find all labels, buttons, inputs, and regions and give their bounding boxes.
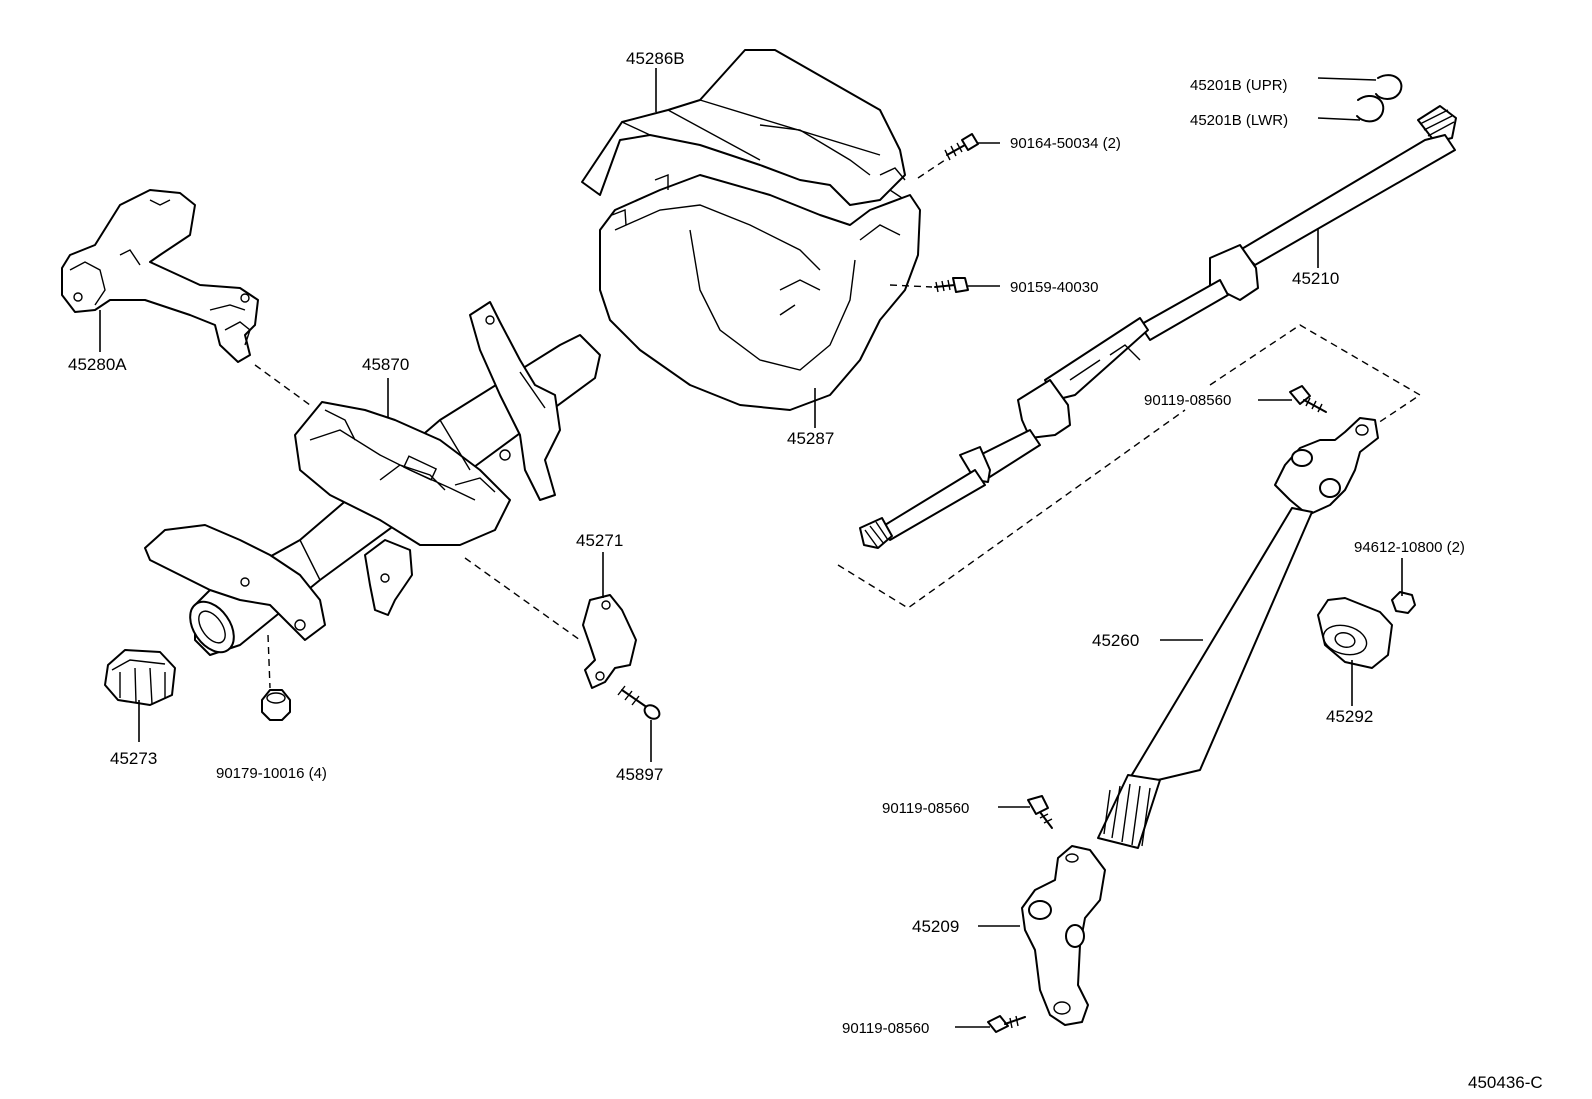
part-90119-bolt-b[interactable] (1027, 795, 1053, 829)
part-90159-screw[interactable] (934, 277, 969, 293)
part-45201b-lwr-ring[interactable] (1356, 95, 1385, 123)
diagram-code: 450436-C (1468, 1073, 1543, 1092)
callout-90179: 90179-10016 (4) (216, 765, 327, 782)
callout-45286b: 45286B (626, 49, 685, 68)
callout-94612: 94612-10800 (2) (1354, 539, 1465, 556)
callout-45209: 45209 (912, 917, 959, 936)
callout-45201b-upr: 45201B (UPR) (1190, 77, 1288, 94)
callout-90164: 90164-50034 (2) (1010, 135, 1121, 152)
callout-45210: 45210 (1292, 269, 1339, 288)
part-90119-bolt-a[interactable] (1289, 385, 1327, 413)
callout-90159: 90159-40030 (1010, 279, 1098, 296)
part-45287-lower-cover[interactable] (599, 173, 921, 411)
callout-45292: 45292 (1326, 707, 1373, 726)
callout-45897: 45897 (616, 765, 663, 784)
callout-90119-a: 90119-08560 (1144, 392, 1231, 409)
part-45201b-upr-ring[interactable] (1375, 74, 1403, 100)
phantom-lines (254, 159, 1422, 689)
part-45292-hole-cover[interactable] (1317, 597, 1393, 669)
callout-45260: 45260 (1092, 631, 1139, 650)
leader-lines (99, 68, 1403, 1028)
callout-45287: 45287 (787, 429, 834, 448)
part-45286b-upper-cover[interactable] (581, 49, 906, 206)
part-90164-screw[interactable] (944, 133, 979, 161)
callout-45280a: 45280A (68, 355, 127, 374)
part-94612-nut[interactable] (1391, 591, 1416, 614)
callout-45273: 45273 (110, 749, 157, 768)
part-45260-intermediate-shaft[interactable] (1097, 417, 1379, 849)
part-45209-lower-yoke[interactable] (1021, 845, 1106, 1026)
part-90119-bolt-c[interactable] (987, 1015, 1026, 1033)
callout-45870: 45870 (362, 355, 409, 374)
part-45210-main-shaft[interactable] (859, 105, 1457, 549)
callout-90119-b: 90119-08560 (882, 800, 969, 817)
callout-labels: 45286B 45201B (UPR) 45201B (LWR) 90164-5… (68, 49, 1543, 1092)
part-45271-plate[interactable] (582, 594, 637, 689)
callout-45271: 45271 (576, 531, 623, 550)
part-45870-column-tube[interactable] (144, 301, 601, 660)
callout-90119-c: 90119-08560 (842, 1020, 929, 1037)
part-45897-bolt[interactable] (617, 685, 662, 722)
callout-45201b-lwr: 45201B (LWR) (1190, 112, 1288, 129)
part-45273-bushing[interactable] (104, 649, 176, 706)
part-90179-nut[interactable] (261, 689, 291, 721)
part-45280a-bracket[interactable] (61, 189, 259, 363)
